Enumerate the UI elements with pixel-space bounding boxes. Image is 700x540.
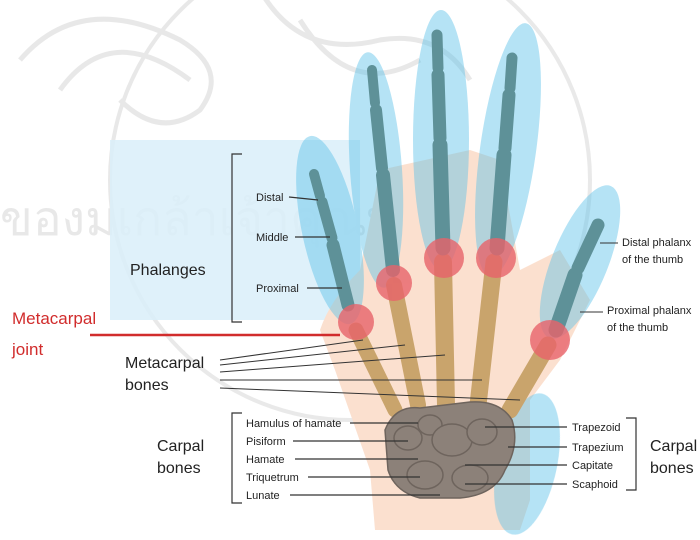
- carpal-pisiform: Pisiform: [246, 436, 286, 448]
- carpal-left-label-2: bones: [157, 460, 201, 477]
- proximal-phalanx-thumb-label-2: of the thumb: [607, 322, 668, 334]
- carpal-lunate: Lunate: [246, 490, 280, 502]
- carpal-trapezium: Trapezium: [572, 442, 624, 454]
- metacarpal-joint-label-2: joint: [11, 340, 43, 359]
- carpal-scaphoid: Scaphoid: [572, 479, 618, 491]
- carpal-right-label-1: Carpal: [650, 438, 697, 455]
- metacarpal-bones-label-1: Metacarpal: [125, 355, 204, 372]
- carpal-hamulus-of-hamate: Hamulus of hamate: [246, 418, 341, 430]
- distal-phalanx-thumb-label-2: of the thumb: [622, 254, 683, 266]
- distal-label: Distal: [256, 192, 284, 204]
- distal-phalanx-thumb-label-1: Distal phalanx: [622, 237, 692, 249]
- carpal-triquetrum: Triquetrum: [246, 472, 299, 484]
- carpal-capitate: Capitate: [572, 460, 613, 472]
- proximal-label: Proximal: [256, 283, 299, 295]
- carpal-trapezoid: Trapezoid: [572, 422, 621, 434]
- middle-label: Middle: [256, 232, 288, 244]
- proximal-phalanx-thumb-label-1: Proximal phalanx: [607, 305, 692, 317]
- phalanges-label: Phalanges: [130, 262, 206, 279]
- carpal-left-label-1: Carpal: [157, 438, 204, 455]
- metacarpal-joint-label-1: Metacarpal: [12, 309, 96, 328]
- metacarpal-bones-label-2: bones: [125, 377, 169, 394]
- carpal-right-label-2: bones: [650, 460, 694, 477]
- carpal-hamate: Hamate: [246, 454, 285, 466]
